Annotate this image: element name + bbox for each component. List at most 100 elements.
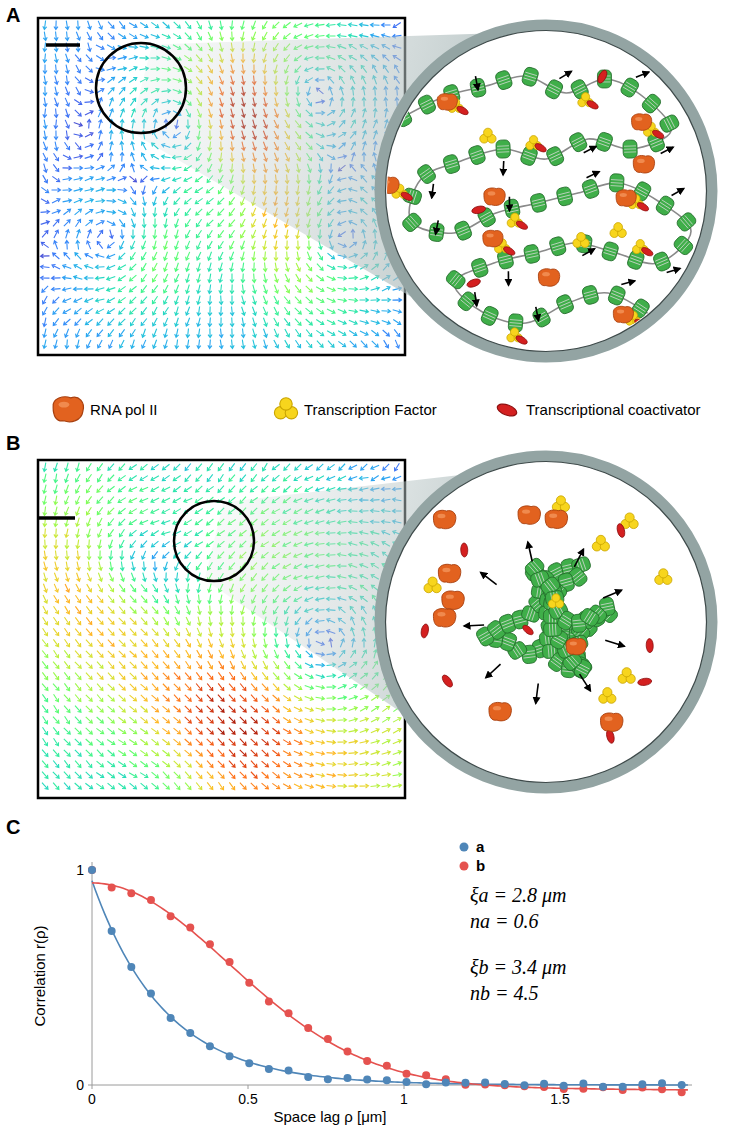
velocity-vector (151, 22, 158, 27)
velocity-vector (274, 263, 278, 272)
rna-pol-ii-icon (379, 177, 399, 194)
velocity-vector (52, 188, 61, 192)
velocity-vector (152, 595, 157, 602)
velocity-vector (54, 109, 58, 118)
illustration-part (611, 182, 623, 184)
velocity-vector (186, 263, 190, 272)
velocity-vector (52, 287, 61, 291)
velocity-vector (318, 252, 323, 260)
velocity-vector (316, 34, 325, 38)
velocity-vector (42, 639, 48, 646)
illustration-part (500, 261, 512, 264)
velocity-vector (263, 628, 267, 637)
velocity-vector (229, 220, 235, 227)
illustration-part (413, 192, 417, 203)
velocity-vector (164, 595, 169, 603)
velocity-vector (96, 56, 104, 61)
velocity-vector (164, 285, 169, 293)
coactivator-icon (586, 99, 600, 111)
nucleosome (401, 211, 424, 233)
velocity-vector (208, 230, 213, 238)
illustration-part (453, 220, 473, 242)
velocity-vector (76, 32, 80, 40)
velocity-vector (218, 463, 223, 470)
velocity-vector (240, 486, 246, 492)
velocity-vector (120, 230, 124, 239)
velocity-vector (229, 463, 234, 470)
velocity-vector (162, 34, 170, 38)
velocity-vector (263, 230, 267, 239)
velocity-vector (142, 153, 147, 161)
velocity-vector (184, 541, 191, 547)
illustration-part (494, 69, 513, 91)
velocity-vector (382, 23, 391, 27)
velocity-vector (230, 606, 234, 615)
velocity-vector (97, 607, 103, 614)
velocity-vector (186, 650, 191, 658)
velocity-vector (142, 573, 146, 582)
velocity-vector (163, 662, 169, 669)
velocity-vector (162, 155, 171, 159)
velocity-vector (208, 639, 212, 647)
velocity-vector (296, 252, 300, 261)
illustration-part (483, 217, 493, 223)
velocity-vector (76, 562, 80, 571)
illustration-part (679, 241, 687, 250)
velocity-vector (64, 253, 70, 260)
velocity-vector (371, 23, 380, 27)
velocity-vector (119, 464, 125, 471)
velocity-vector (173, 475, 180, 480)
velocity-vector (85, 188, 94, 192)
velocity-vector (87, 463, 92, 471)
velocity-vector (285, 241, 289, 250)
velocity-vector (54, 21, 58, 30)
velocity-vector (130, 264, 137, 270)
velocity-vector (175, 562, 179, 570)
velocity-vector (129, 23, 137, 28)
velocity-vector (65, 131, 69, 140)
velocity-vector (316, 287, 324, 292)
velocity-vector (75, 639, 80, 646)
velocity-vector (349, 309, 358, 313)
velocity-vector (164, 230, 168, 239)
velocity-vector (263, 318, 267, 326)
velocity-vector (317, 341, 323, 348)
velocity-vector (263, 661, 267, 669)
velocity-vector (253, 318, 257, 327)
velocity-vector (75, 110, 81, 116)
velocity-vector (129, 78, 137, 83)
velocity-vector (274, 650, 278, 658)
velocity-vector (131, 142, 135, 151)
velocity-vector (208, 285, 212, 294)
velocity-vector (109, 573, 113, 581)
velocity-vector (43, 529, 47, 538)
velocity-vector (196, 486, 203, 492)
illustration-part (611, 179, 623, 181)
velocity-vector (87, 43, 91, 52)
illustration-part (617, 309, 624, 313)
velocity-vector (118, 188, 127, 192)
velocity-vector (98, 529, 102, 537)
transcription-factor-icon (610, 223, 626, 238)
velocity-vector (207, 220, 214, 226)
velocity-vector (230, 32, 234, 41)
velocity-vector (108, 529, 113, 536)
velocity-vector (263, 263, 267, 272)
illustration-part (660, 202, 670, 208)
velocity-vector (65, 529, 69, 538)
velocity-vector (252, 661, 257, 669)
illustration-part (548, 236, 567, 257)
velocity-vector (140, 56, 149, 60)
velocity-vector (41, 199, 49, 204)
velocity-vector (96, 210, 105, 214)
velocity-vector (43, 562, 47, 571)
illustration-part (586, 190, 597, 194)
velocity-vector (152, 551, 157, 558)
velocity-vector (107, 188, 116, 192)
velocity-vector (85, 90, 94, 94)
velocity-vector (219, 639, 223, 647)
velocity-vector (53, 308, 59, 315)
velocity-vector (85, 100, 94, 104)
velocity-vector (109, 153, 113, 162)
velocity-vector (195, 530, 202, 535)
